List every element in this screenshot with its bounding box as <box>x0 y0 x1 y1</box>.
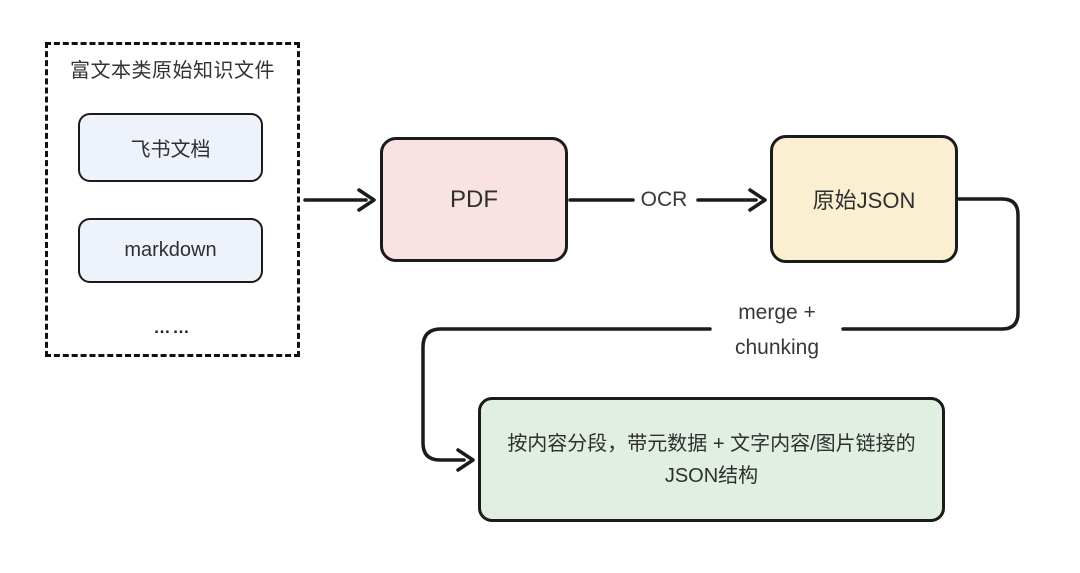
node-feishu-doc-label: 飞书文档 <box>130 139 211 161</box>
more-sources-ellipsis: …… <box>153 318 192 337</box>
node-pdf: PDF <box>380 137 568 262</box>
node-chunked-json: 按内容分段，带元数据 + 文字内容/图片链接的JSON结构 <box>478 397 945 522</box>
arrowhead-source-to-pdf <box>357 188 376 212</box>
arrowhead-rawjson-to-chunked <box>456 448 475 472</box>
edge-label-ocr: OCR <box>640 188 688 211</box>
node-markdown-label: markdown <box>124 239 217 261</box>
node-raw-json-label: 原始JSON <box>812 188 916 213</box>
node-markdown: markdown <box>78 218 263 283</box>
node-feishu-doc: 飞书文档 <box>78 113 263 182</box>
node-chunked-json-label: 按内容分段，带元数据 + 文字内容/图片链接的JSON结构 <box>507 432 916 487</box>
source-files-group <box>45 42 300 357</box>
node-raw-json: 原始JSON <box>770 135 958 263</box>
node-pdf-label: PDF <box>450 185 498 213</box>
arrowhead-ocr-to-rawjson <box>748 188 767 212</box>
edge-label-merge-chunking: merge + chunking <box>734 301 820 359</box>
source-files-group-title: 富文本类原始知识文件 <box>70 60 275 82</box>
